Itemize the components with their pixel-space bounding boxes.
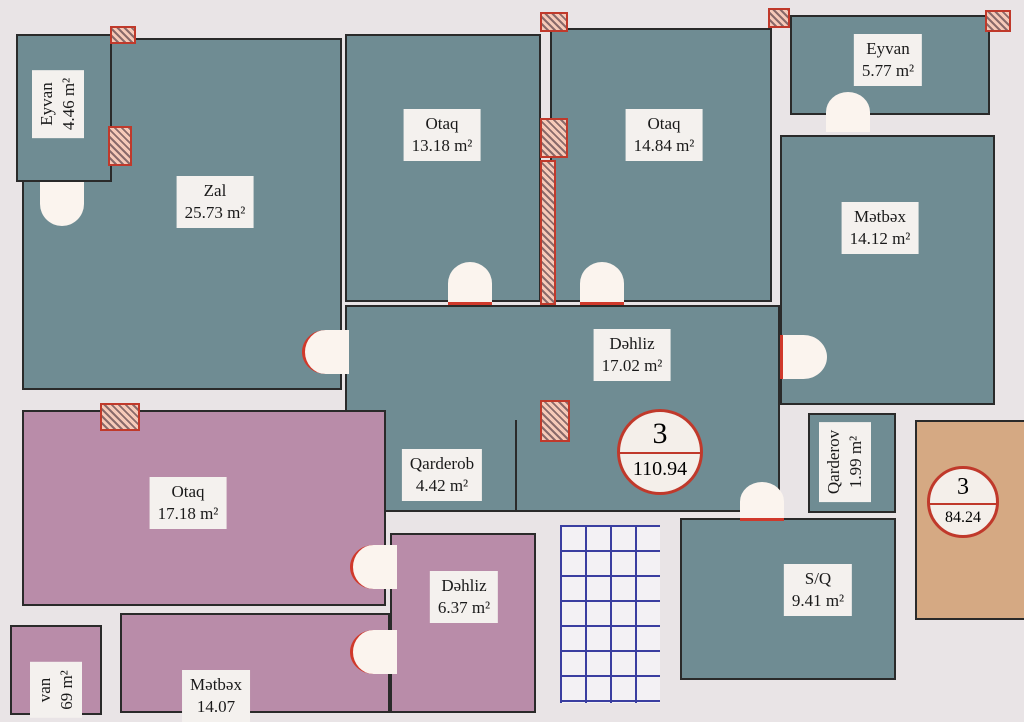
apartment-badge: 3 110.94 <box>617 409 703 495</box>
door-swing <box>302 330 349 374</box>
room-name: Otaq <box>171 482 205 501</box>
door-swing <box>350 545 397 589</box>
label-dehliz-pink: Dəhliz 6.37 m² <box>429 571 499 623</box>
room-area: 14.84 m² <box>633 136 695 155</box>
room-name: Zal <box>203 181 227 200</box>
room-name: Mətbəx <box>190 675 242 694</box>
label-zal: Zal 25.73 m² <box>176 176 254 228</box>
column <box>768 8 790 28</box>
room-name: van <box>35 677 54 703</box>
room-area: 4.46 m² <box>59 77 78 131</box>
door-swing <box>580 262 624 305</box>
apartment-area: 84.24 <box>945 509 981 526</box>
label-eyvan-right: Eyvan 5.77 m² <box>853 34 923 86</box>
room-name: Otaq <box>647 114 681 133</box>
column <box>540 12 568 32</box>
door-swing <box>826 92 870 132</box>
door-swing <box>40 182 84 226</box>
label-otaq-2: Otaq 14.84 m² <box>625 109 703 161</box>
room-area: 9.41 m² <box>791 591 845 610</box>
room-area: 17.18 m² <box>157 504 219 523</box>
door-swing <box>448 262 492 305</box>
room-otaq-1 <box>345 34 541 302</box>
room-name: Qarderov <box>824 429 843 495</box>
column <box>540 160 556 305</box>
room-area: 69 m² <box>57 670 76 710</box>
label-otaq-pink: Otaq 17.18 m² <box>149 477 227 529</box>
label-dehliz: Dəhliz 17.02 m² <box>593 329 671 381</box>
label-metbex: Mətbəx 14.12 m² <box>841 202 919 254</box>
column <box>540 400 570 442</box>
label-qarderob: Qarderob 4.42 m² <box>401 449 483 501</box>
room-name: Eyvan <box>866 39 910 58</box>
room-area: 17.02 m² <box>601 356 663 375</box>
room-dehliz-pink <box>390 533 536 713</box>
room-name: Mətbəx <box>854 207 906 226</box>
label-metbex-pink: Mətbəx 14.07 <box>182 670 250 722</box>
staircase <box>560 525 660 703</box>
column <box>985 10 1011 32</box>
column <box>110 26 136 44</box>
room-area: 5.77 m² <box>861 61 915 80</box>
room-name: Dəhliz <box>441 576 487 595</box>
room-area: 1.99 m² <box>846 435 865 489</box>
room-name: Qarderob <box>409 454 475 473</box>
column <box>100 403 140 431</box>
label-sq: S/Q 9.41 m² <box>783 564 853 616</box>
apartment-area: 110.94 <box>632 458 688 480</box>
room-name: Dəhliz <box>609 334 655 353</box>
apartment-number: 3 <box>620 412 700 454</box>
room-name: Otaq <box>425 114 459 133</box>
room-area: 14.12 m² <box>849 229 911 248</box>
room-otaq-2 <box>550 28 772 302</box>
room-area: 14.07 <box>196 697 236 716</box>
column <box>108 126 132 166</box>
label-otaq-1: Otaq 13.18 m² <box>403 109 481 161</box>
room-area: 13.18 m² <box>411 136 473 155</box>
room-area: 25.73 m² <box>184 203 246 222</box>
column <box>540 118 568 158</box>
room-name: Eyvan <box>37 82 56 126</box>
room-metbex-pink <box>120 613 390 713</box>
apartment-number: 3 <box>930 469 996 505</box>
door-swing <box>780 335 827 379</box>
room-area: 6.37 m² <box>437 598 491 617</box>
room-name: S/Q <box>804 569 832 588</box>
door-swing <box>740 482 784 521</box>
room-area: 4.42 m² <box>415 476 469 495</box>
door-swing <box>350 630 397 674</box>
